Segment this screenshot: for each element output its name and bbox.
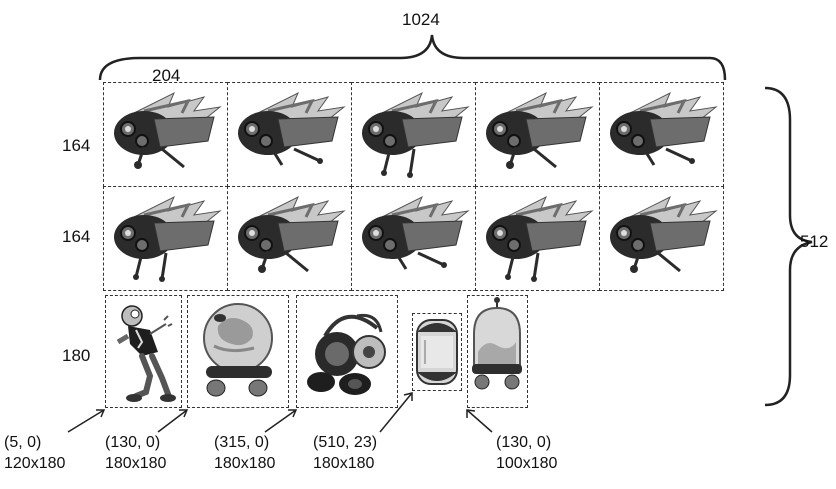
caption-alien-character: (5, 0) 120x180 [4, 432, 65, 474]
caption-size: 180x180 [313, 453, 377, 474]
sprite-cell-robot-ship [103, 82, 228, 187]
caption-size: 180x180 [214, 453, 275, 474]
caption-globe-vehicle: (130, 0) 180x180 [105, 432, 166, 474]
sprite-alien-character [105, 295, 182, 408]
sprite-dome-vehicle [467, 295, 528, 408]
sprite-binocular-robot [296, 295, 398, 408]
sprite-cell-robot-ship [599, 186, 724, 291]
capsule-image [413, 314, 461, 390]
sprite-cell-robot-ship [475, 186, 600, 291]
robot-ship-image [476, 187, 596, 292]
dome-vehicle-image [468, 296, 527, 407]
total-width-label: 1024 [402, 10, 440, 30]
robot-ship-image [104, 83, 224, 188]
sprite-cell-robot-ship [103, 186, 228, 291]
caption-capsule: (510, 23) 180x180 [313, 432, 377, 474]
caption-offset: (510, 23) [313, 432, 377, 453]
caption-offset: (315, 0) [214, 432, 275, 453]
sprite-capsule [412, 313, 462, 391]
caption-size: 180x180 [105, 453, 166, 474]
caption-size: 100x180 [496, 453, 557, 474]
robot-ship-image [476, 83, 596, 188]
sprite-globe-vehicle [187, 295, 289, 408]
caption-offset: (130, 0) [105, 432, 166, 453]
row1-height-label: 164 [62, 136, 90, 156]
robot-ship-image [104, 187, 224, 292]
robot-ship-image [600, 83, 720, 188]
sprite-cell-robot-ship [475, 82, 600, 187]
total-height-label: 512 [800, 232, 828, 252]
sprite-cell-robot-ship [227, 82, 352, 187]
sprite-cell-robot-ship [599, 82, 724, 187]
robot-ship-image [228, 187, 348, 292]
top-brace [100, 35, 725, 80]
row3-height-label: 180 [62, 346, 90, 366]
robot-ship-image [352, 83, 472, 188]
row2-height-label: 164 [62, 227, 90, 247]
robot-ship-image [600, 187, 720, 292]
robot-ship-image [228, 83, 348, 188]
caption-binocular-robot: (315, 0) 180x180 [214, 432, 275, 474]
globe-vehicle-image [188, 296, 288, 407]
caption-offset: (5, 0) [4, 432, 65, 453]
sprite-cell-robot-ship [351, 186, 476, 291]
alien-character-image [106, 296, 181, 407]
caption-dome-vehicle: (130, 0) 100x180 [496, 432, 557, 474]
caption-offset: (130, 0) [496, 432, 557, 453]
caption-size: 120x180 [4, 453, 65, 474]
binocular-robot-image [297, 296, 397, 407]
sprite-cell-robot-ship [351, 82, 476, 187]
sprite-cell-robot-ship [227, 186, 352, 291]
robot-ship-image [352, 187, 472, 292]
